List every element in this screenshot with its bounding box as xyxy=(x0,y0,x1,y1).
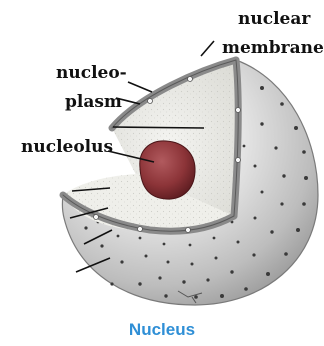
leader-nucleo-outer xyxy=(128,82,152,92)
label-membrane: membrane xyxy=(222,38,324,58)
label-nucleo: nucleo- xyxy=(56,63,127,83)
label-plasm: plasm xyxy=(65,92,122,112)
nucleolus xyxy=(140,141,195,199)
nucleolus-body xyxy=(140,141,195,199)
caption-title: Nucleus xyxy=(129,320,195,339)
label-nuclear: nuclear xyxy=(238,9,311,29)
leader-nucleoplasm-inner xyxy=(113,127,204,128)
leader-nuclear-membrane xyxy=(201,41,214,56)
label-nucleolus: nucleolus xyxy=(21,137,113,157)
